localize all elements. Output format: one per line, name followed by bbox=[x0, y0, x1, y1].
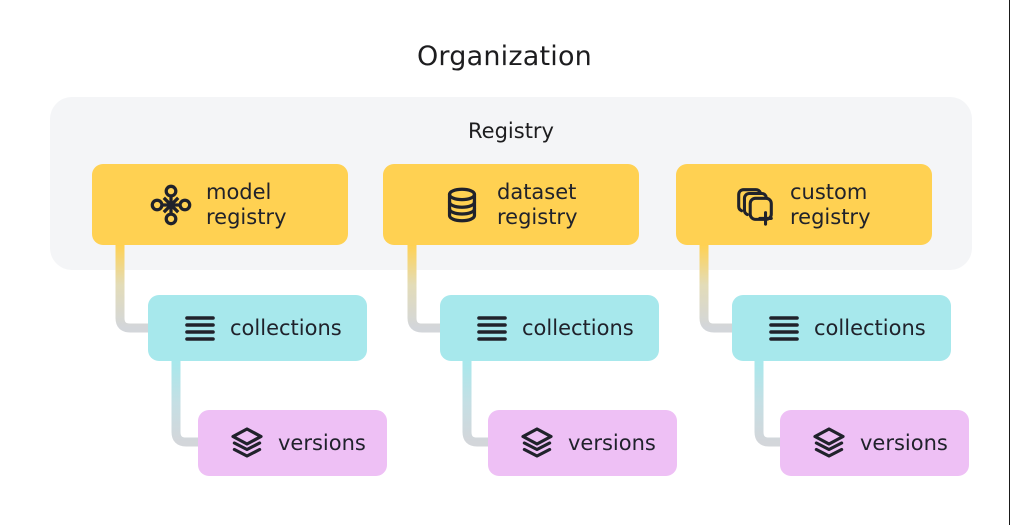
registry-card-custom[interactable]: custom registry bbox=[676, 164, 932, 245]
registry-card-model[interactable]: model registry bbox=[92, 164, 348, 245]
registry-panel-label: Registry bbox=[468, 119, 554, 143]
layers-stack-icon bbox=[811, 425, 847, 461]
page-right-edge bbox=[1008, 0, 1010, 525]
versions-card-2[interactable]: versions bbox=[488, 410, 677, 476]
list-lines-icon bbox=[183, 311, 217, 345]
registry-card-label: model registry bbox=[206, 179, 287, 229]
list-lines-icon bbox=[475, 311, 509, 345]
layers-stack-icon bbox=[229, 425, 265, 461]
list-lines-icon bbox=[767, 311, 801, 345]
registry-card-label: dataset registry bbox=[497, 179, 578, 229]
collections-card-label: collections bbox=[814, 315, 926, 340]
collections-card-3[interactable]: collections bbox=[732, 295, 951, 361]
collections-card-label: collections bbox=[522, 315, 634, 340]
versions-card-1[interactable]: versions bbox=[198, 410, 387, 476]
versions-card-label: versions bbox=[860, 430, 948, 455]
collections-card-label: collections bbox=[230, 315, 342, 340]
versions-card-3[interactable]: versions bbox=[780, 410, 969, 476]
stacked-squares-plus-icon bbox=[732, 182, 778, 228]
collections-card-2[interactable]: collections bbox=[440, 295, 659, 361]
layers-stack-icon bbox=[519, 425, 555, 461]
node-graph-icon bbox=[148, 182, 194, 228]
versions-card-label: versions bbox=[278, 430, 366, 455]
page-title: Organization bbox=[416, 41, 592, 72]
versions-card-label: versions bbox=[568, 430, 656, 455]
registry-card-dataset[interactable]: dataset registry bbox=[383, 164, 639, 245]
collections-card-1[interactable]: collections bbox=[148, 295, 367, 361]
database-cylinder-icon bbox=[439, 182, 485, 228]
registry-card-label: custom registry bbox=[790, 179, 871, 229]
